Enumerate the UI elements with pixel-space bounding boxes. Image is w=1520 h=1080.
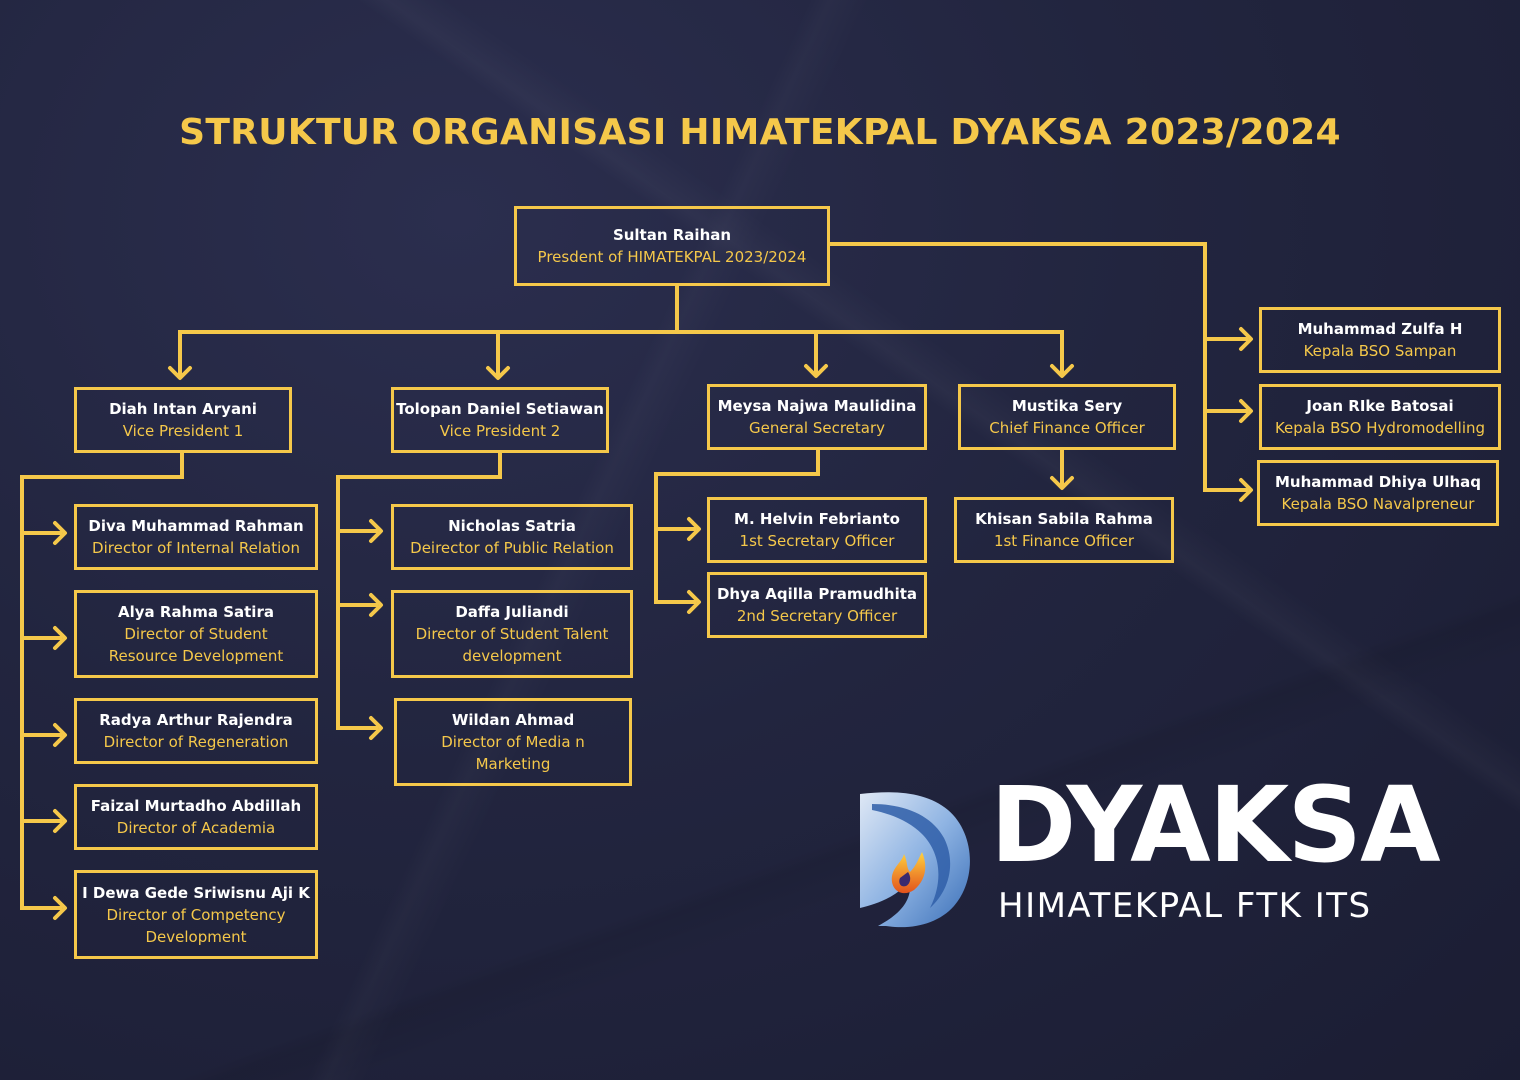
connector-vp2-branch — [336, 451, 502, 730]
node-name: Wildan Ahmad — [451, 711, 575, 729]
node-name: Joan RIke Batosai — [1306, 397, 1454, 415]
node-name: Khisan Sabila Rahma — [975, 510, 1153, 528]
node-secretary-officer-1: M. Helvin Febrianto 1st Secretary Office… — [707, 497, 927, 563]
node-role: 2nd Secretary Officer — [736, 607, 898, 625]
arrowhead-dir-media — [369, 716, 383, 740]
node-name: I Dewa Gede Sriwisnu Aji K — [82, 883, 310, 902]
node-role: Vice President 1 — [122, 422, 244, 440]
node-name: Mustika Sery — [1011, 397, 1123, 415]
arrowhead-vp1 — [168, 366, 192, 380]
node-name: Radya Arthur Rajendra — [99, 711, 293, 729]
node-role: Chief Finance Officer — [989, 419, 1145, 437]
dyaksa-flame-logo-icon — [860, 792, 970, 928]
node-name: Tolopan Daniel Setiawan — [396, 400, 604, 418]
node-name: Alya Rahma Satira — [118, 603, 274, 621]
arrowhead-fin1 — [1050, 476, 1074, 490]
node-role: Kepala BSO Sampan — [1303, 342, 1457, 360]
arrowhead-sec2 — [687, 590, 701, 614]
node-dir-regeneration: Radya Arthur Rajendra Director of Regene… — [74, 698, 318, 764]
node-bso-sampan: Muhammad Zulfa H Kepala BSO Sampan — [1259, 307, 1501, 373]
node-role: Director of Competency Development — [106, 905, 286, 946]
arrowhead-dir-competency — [53, 896, 67, 920]
node-name: Diah Intan Aryani — [109, 400, 257, 418]
node-role: Director of Academia — [116, 819, 276, 837]
arrowhead-cfo — [1050, 364, 1074, 378]
node-role: General Secretary — [748, 419, 886, 437]
node-cfo: Mustika Sery Chief Finance Officer — [958, 384, 1176, 450]
connector-president-bso — [828, 242, 1207, 492]
arrowhead-dir-internal — [53, 521, 67, 545]
node-name: Diva Muhammad Rahman — [88, 517, 304, 535]
arrowhead-bso-naval — [1239, 478, 1253, 502]
node-role: Director of Internal Relation — [92, 539, 300, 557]
arrowhead-dir-regeneration — [53, 723, 67, 747]
node-name: M. Helvin Febrianto — [734, 510, 900, 528]
arrowhead-bso-hydro — [1239, 399, 1253, 423]
node-finance-officer-1: Khisan Sabila Rahma 1st Finance Officer — [954, 497, 1174, 563]
node-name: Faizal Murtadho Abdillah — [90, 797, 302, 815]
node-secretary-officer-2: Dhya Aqilla Pramudhita 2nd Secretary Off… — [707, 572, 927, 638]
node-role: Presdent of HIMATEKPAL 2023/2024 — [537, 248, 807, 266]
node-name: Nicholas Satria — [448, 517, 576, 535]
page-title: STRUKTUR ORGANISASI HIMATEKPAL DYAKSA 20… — [179, 112, 1341, 153]
node-role: 1st Secretary Officer — [739, 532, 895, 550]
node-role: Director of Student Talent development — [415, 625, 609, 665]
arrowhead-bso-sampan — [1239, 327, 1253, 351]
node-general-secretary: Meysa Najwa Maulidina General Secretary — [707, 384, 927, 450]
node-president: Sultan Raihan Presdent of HIMATEKPAL 202… — [514, 206, 830, 286]
node-role: Director of Regeneration — [103, 733, 289, 751]
node-dir-media: Wildan Ahmad Director of Media n Marketi… — [394, 698, 632, 786]
node-bso-hydromodelling: Joan RIke Batosai Kepala BSO Hydromodell… — [1259, 384, 1501, 450]
node-name: Muhammad Dhiya Ulhaq — [1274, 473, 1481, 491]
brand-subtitle: HIMATEKPAL FTK ITS — [998, 886, 1372, 926]
node-dir-student-resource: Alya Rahma Satira Director of Student Re… — [74, 590, 318, 678]
arrowhead-sec1 — [687, 517, 701, 541]
node-name: Sultan Raihan — [612, 226, 732, 244]
node-dir-internal-relation: Diva Muhammad Rahman Director of Interna… — [74, 504, 318, 570]
node-dir-competency: I Dewa Gede Sriwisnu Aji K Director of C… — [74, 870, 318, 959]
connector-president-main — [178, 284, 1064, 334]
node-dir-student-talent: Daffa Juliandi Director of Student Talen… — [391, 590, 633, 678]
node-role: Kepala BSO Hydromodelling — [1274, 419, 1486, 437]
arrowhead-dir-student-resource — [53, 626, 67, 650]
node-role: Deirector of Public Relation — [410, 539, 614, 557]
node-role: Vice President 2 — [439, 422, 561, 440]
brand-name: DYAKSA — [990, 764, 1441, 886]
arrowhead-dir-talent — [369, 593, 383, 617]
node-name: Muhammad Zulfa H — [1297, 320, 1463, 338]
node-name: Meysa Najwa Maulidina — [717, 397, 917, 415]
node-name: Dhya Aqilla Pramudhita — [716, 585, 918, 603]
connector-gensec-branch — [654, 448, 820, 604]
node-dir-academia: Faizal Murtadho Abdillah Director of Aca… — [74, 784, 318, 850]
arrowhead-gensec — [804, 364, 828, 378]
node-name: Daffa Juliandi — [455, 603, 569, 621]
node-vp1: Diah Intan Aryani Vice President 1 — [74, 387, 292, 453]
node-role: Kepala BSO Navalpreneur — [1281, 495, 1475, 513]
node-bso-navalpreneur: Muhammad Dhiya Ulhaq Kepala BSO Navalpre… — [1257, 460, 1499, 526]
node-dir-public-relation: Nicholas Satria Deirector of Public Rela… — [391, 504, 633, 570]
arrowhead-dir-public — [369, 519, 383, 543]
node-role: 1st Finance Officer — [993, 532, 1135, 550]
node-vp2: Tolopan Daniel Setiawan Vice President 2 — [391, 387, 609, 453]
arrowhead-dir-academia — [53, 809, 67, 833]
connector-vp1-branch — [20, 451, 184, 910]
node-role: Director of Student Resource Development — [108, 625, 284, 665]
node-role: Director of Media n Marketing — [441, 733, 585, 773]
arrowhead-vp2 — [486, 366, 510, 380]
